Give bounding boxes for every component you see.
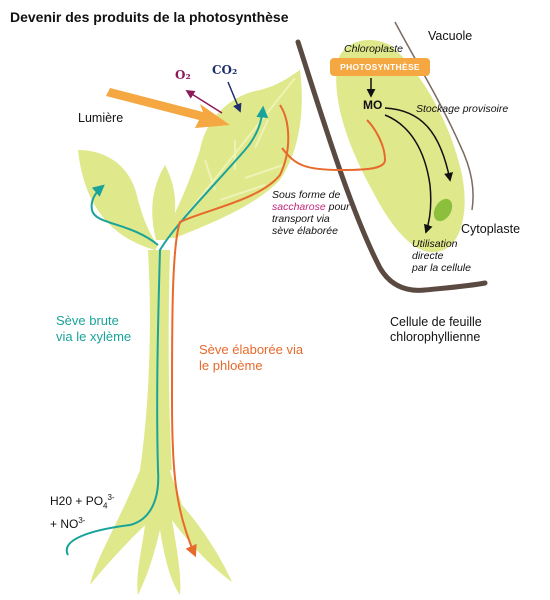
label-cytoplaste: Cytoplaste	[461, 222, 521, 236]
label-mineraux-1-text: H20 + PO	[50, 494, 104, 508]
label-cellule-1: Cellule de feuille	[390, 315, 482, 329]
label-o2: O₂	[175, 68, 191, 82]
label-co2: CO₂	[212, 63, 238, 77]
xylem-branch-left	[90, 184, 159, 246]
label-mineraux-1-sup: 3-	[107, 493, 115, 502]
label-mineraux: H20 + PO43- + NO3-	[50, 490, 115, 532]
label-transport-1: transport via	[272, 213, 330, 225]
label-pour: pour	[325, 201, 350, 213]
label-mineraux-2: + NO3-	[50, 513, 115, 532]
label-transport-2: sève élaborée	[272, 225, 338, 237]
label-seve-brute-2: via le xylème	[56, 329, 132, 344]
label-mineraux-1-sub: 4	[103, 501, 108, 511]
label-stockage: Stockage provisoire	[416, 103, 509, 115]
label-seve-elaboree: Sève élaborée via le phloème	[199, 342, 303, 374]
label-mo: MO	[363, 98, 383, 112]
arrow-to-usage	[384, 114, 433, 234]
label-mineraux-2-sup: 3-	[78, 516, 86, 526]
phloem-path	[170, 104, 290, 558]
diagram-title: Devenir des produits de la photosynthèse	[10, 9, 289, 25]
plant-stem	[140, 250, 172, 470]
label-saccharose: saccharose	[272, 201, 326, 213]
label-saccharose-transport: Sous forme de saccharose pour transport …	[272, 189, 372, 237]
chloroplast-dot	[433, 198, 453, 222]
label-utilisation-2: directe	[412, 250, 444, 262]
photosynthese-box: PHOTOSYNTHÈSE	[330, 58, 430, 76]
plant-roots	[90, 470, 232, 595]
xylem-path	[65, 105, 269, 556]
label-chloroplaste: Chloroplaste	[344, 43, 403, 55]
label-seve-elaboree-2: le phloème	[199, 358, 263, 373]
label-cellule-2: chlorophyllienne	[390, 330, 481, 344]
label-utilisation: Utilisation directe par la cellule	[412, 238, 471, 274]
o2-arrow	[185, 90, 223, 114]
cell-wall	[295, 39, 488, 293]
label-seve-brute: Sève brute via le xylème	[56, 313, 131, 345]
label-utilisation-1: Utilisation	[412, 238, 458, 250]
light-arrow	[106, 88, 230, 128]
arrow-to-storage	[384, 107, 453, 182]
label-seve-brute-1: Sève brute	[56, 313, 119, 328]
phloem-link-cell	[281, 119, 387, 172]
plant-leaf-left	[78, 150, 158, 250]
label-mineraux-2-text: + NO	[50, 517, 79, 532]
co2-arrow	[227, 81, 242, 113]
label-lumiere: Lumière	[78, 111, 124, 125]
label-cellule: Cellule de feuille chlorophyllienne	[390, 315, 482, 345]
label-seve-elaboree-1: Sève élaborée via	[199, 342, 304, 357]
vacuole-membrane	[394, 21, 474, 211]
label-sous-forme: Sous forme de	[272, 189, 341, 201]
label-vacuole: Vacuole	[428, 29, 473, 43]
label-mineraux-1: H20 + PO43-	[50, 490, 115, 513]
label-utilisation-3: par la cellule	[412, 262, 471, 274]
plant-bud	[152, 165, 176, 240]
label-saccharose-line: saccharose pour	[272, 201, 372, 213]
